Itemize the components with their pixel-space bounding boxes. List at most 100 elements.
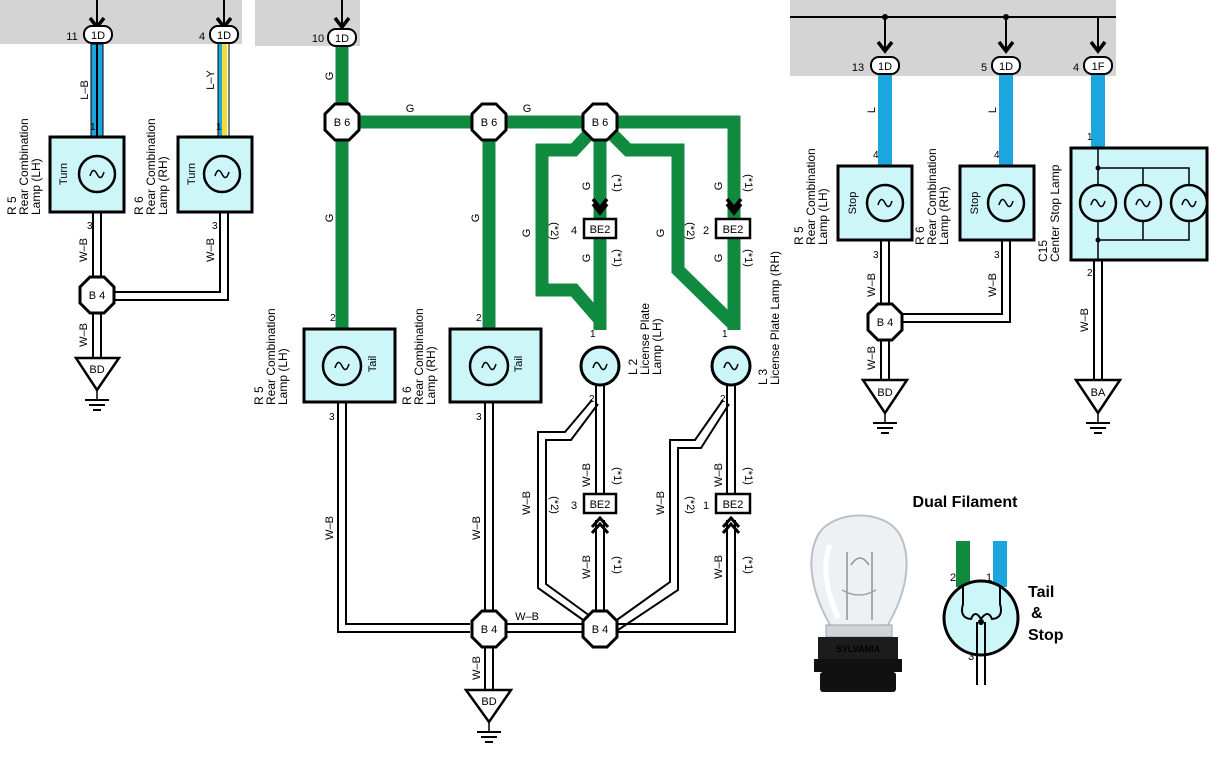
- pin-number: 2: [720, 394, 726, 405]
- connector-1f-4: [1083, 56, 1113, 75]
- pin-number: 2: [476, 313, 482, 324]
- lamp-function-label: Stop: [847, 192, 859, 215]
- bulb-brand: SYLVANIA: [836, 644, 881, 654]
- pin-number: 4: [873, 150, 879, 161]
- component-id: R 5: [252, 386, 266, 405]
- junction-label: B 4: [592, 624, 609, 636]
- connector-1d-4: [209, 25, 239, 44]
- connector-be2: [582, 492, 618, 515]
- component-name: Rear Combination: [144, 118, 158, 215]
- junction-b6: [581, 102, 619, 142]
- pin-number: 2: [589, 394, 595, 405]
- junction-label: B 4: [89, 290, 106, 302]
- ground-label: BA: [1091, 387, 1106, 399]
- component-id: R 5: [5, 196, 19, 215]
- connector-label: 1F: [1092, 61, 1105, 73]
- component-id: R 6: [400, 386, 414, 405]
- note-label: (*1): [742, 467, 754, 485]
- ground-bd: [860, 378, 910, 416]
- note-label: (*2): [684, 222, 696, 240]
- wire-label: W–B: [521, 491, 533, 515]
- component-id: R 6: [913, 226, 927, 245]
- wire-label: G: [324, 72, 336, 81]
- connector-be2: [582, 217, 618, 240]
- junction-label: B 6: [334, 117, 351, 129]
- junction-b4: [866, 302, 904, 342]
- note-label: (*1): [611, 174, 623, 192]
- wire-label: W–B: [713, 463, 725, 487]
- component-name: Rear Combination: [804, 148, 818, 245]
- component-name: Rear Combination: [17, 118, 31, 215]
- header-panel-left: [0, 0, 242, 44]
- connector-1d-5: [991, 56, 1021, 75]
- wire-label: G: [581, 254, 593, 263]
- connector-label: BE2: [590, 499, 611, 511]
- pin-number: 4: [571, 225, 577, 237]
- pin-number: 4: [994, 150, 1000, 161]
- ground-bd: [463, 688, 514, 725]
- component-name: Lamp (LH): [816, 188, 830, 245]
- note-label: (*1): [611, 467, 623, 485]
- lamp-function-label: Tail: [513, 356, 525, 373]
- pin-number: 2: [950, 572, 956, 584]
- dual-filament-title: Dual Filament: [913, 494, 1019, 511]
- pin-number: 1: [216, 122, 222, 133]
- wire-label: G: [521, 229, 533, 238]
- lamp-function-label: Turn: [186, 163, 198, 185]
- note-label: (*1): [742, 249, 754, 267]
- pin-number: 2: [703, 225, 709, 237]
- component-name: Rear Combination: [264, 308, 278, 405]
- component-name: Rear Combination: [412, 308, 426, 405]
- note-label: (*1): [742, 556, 754, 574]
- connector-label: 1D: [335, 33, 349, 45]
- pin-number: 11: [66, 31, 77, 43]
- ground-label: BD: [877, 387, 892, 399]
- stop-circuit: 1D 13 1D 5 1F 4 L L 4 4 1 Stop Stop R 5 …: [792, 14, 1209, 434]
- header-panel-right: [790, 0, 1116, 76]
- wire-label: W–B: [1079, 308, 1091, 332]
- wire-label: W–B: [515, 611, 539, 623]
- wire-label: W–B: [324, 516, 336, 540]
- connector-1d-10: [327, 28, 357, 47]
- pin-number: 3: [87, 221, 93, 232]
- junction-b4: [470, 609, 508, 649]
- wire-label: L: [866, 107, 878, 113]
- pin-number: 10: [312, 33, 324, 45]
- wire-label: W–B: [78, 323, 90, 347]
- pin-number: 1: [986, 572, 992, 584]
- stop-label: Stop: [1028, 627, 1064, 644]
- pin-number: 4: [1073, 62, 1079, 74]
- tail-license-circuit: 1D 10 G G G G G G G G G G G (*1) (*1) (*…: [252, 0, 782, 743]
- component-id: R 5: [792, 226, 806, 245]
- wire-label: W–B: [471, 516, 483, 540]
- wire-label: G: [581, 182, 593, 191]
- pin-number: 3: [212, 221, 218, 232]
- ground-ba: [1073, 378, 1123, 416]
- ground-bd: [73, 356, 122, 393]
- note-label: (*2): [684, 496, 696, 514]
- ground-label: BD: [481, 696, 496, 708]
- connector-1d-13: [870, 56, 900, 75]
- wire-label: L–Y: [205, 70, 217, 90]
- note-label: (*1): [611, 249, 623, 267]
- connector-label: 1D: [217, 30, 231, 42]
- junction-b6: [323, 102, 361, 142]
- connector-label: BE2: [590, 224, 611, 236]
- component-id: R 6: [132, 196, 146, 215]
- connector-label: BE2: [723, 224, 744, 236]
- junction-b4: [78, 275, 116, 315]
- junction-label: B 6: [592, 117, 609, 129]
- note-label: (*1): [742, 174, 754, 192]
- wire-label: G: [406, 103, 415, 115]
- ground-label: BD: [89, 364, 104, 376]
- component-name: Rear Combination: [925, 148, 939, 245]
- wire-label: G: [470, 214, 482, 223]
- wire-label: W–B: [866, 273, 878, 297]
- lamp-function-label: Stop: [969, 192, 981, 215]
- turn-circuit: 1D 11 1D 4 L–B L–Y 1 1 Turn Turn R 5 Rea…: [5, 0, 254, 411]
- pin-number: 3: [994, 250, 1000, 261]
- wire-label: W–B: [655, 491, 667, 515]
- component-id: L 2: [626, 358, 640, 375]
- pin-number: 3: [571, 500, 577, 512]
